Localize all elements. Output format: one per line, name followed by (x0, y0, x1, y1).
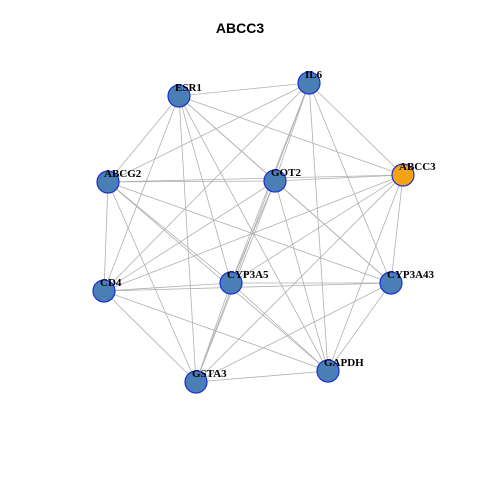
edge-abcg2-got2 (107, 180, 276, 183)
edge-got2-cyp3a43 (274, 180, 392, 284)
node-il6: IL6 (297, 69, 323, 95)
edge-got2-cyp3a5 (230, 180, 276, 284)
edge-cyp3a5-gsta3 (195, 282, 232, 383)
node-circle-esr1 (167, 84, 191, 108)
node-circle-cyp3a5 (219, 271, 243, 295)
edge-abcc3-cyp3a5 (230, 174, 404, 284)
edge-esr1-cd4 (103, 95, 180, 292)
node-circle-gapdh (316, 359, 340, 383)
edge-abcc3-gsta3 (195, 174, 404, 383)
node-circle-cd4 (92, 279, 116, 303)
edge-abcg2-gsta3 (107, 181, 197, 383)
node-label-cyp3a43: CYP3A43 (387, 269, 435, 281)
edge-esr1-gsta3 (178, 95, 197, 383)
edge-il6-cyp3a43 (308, 82, 392, 284)
node-gsta3: GSTA3 (184, 368, 227, 394)
edge-abcc3-cyp3a43 (390, 174, 404, 284)
edge-abcg2-cd4 (103, 181, 109, 292)
node-circle-cyp3a43 (379, 271, 403, 295)
node-esr1: ESR1 (167, 82, 202, 108)
edge-cyp3a43-gsta3 (195, 282, 392, 383)
edge-got2-abcc3 (274, 174, 404, 182)
node-cyp3a5: CYP3A5 (219, 269, 269, 295)
node-circle-abcg2 (96, 170, 120, 194)
edge-il6-cd4 (103, 82, 310, 292)
node-gapdh: GAPDH (316, 357, 364, 383)
edge-cd4-gsta3 (103, 290, 197, 383)
edge-il6-got2 (274, 82, 310, 182)
node-label-abcg2: ABCG2 (104, 168, 142, 180)
edge-cyp3a5-gapdh (230, 282, 329, 372)
edge-abcg2-cyp3a5 (107, 181, 232, 284)
node-label-il6: IL6 (305, 69, 323, 81)
edge-esr1-cyp3a5 (178, 95, 232, 284)
node-label-got2: GOT2 (271, 167, 301, 179)
edge-abcg2-abcc3 (107, 174, 404, 183)
edge-abcg2-gapdh (107, 181, 329, 372)
graph-title: ABCC3 (215, 20, 265, 36)
edge-cd4-gapdh (103, 290, 329, 372)
node-circle-gsta3 (184, 370, 208, 394)
edge-il6-gapdh (308, 82, 329, 372)
edge-il6-abcg2 (107, 82, 310, 183)
edge-esr1-gapdh (178, 95, 329, 372)
edge-abcg2-cyp3a43 (107, 181, 392, 284)
edge-cyp3a43-cd4 (103, 282, 392, 292)
edge-abcc3-cd4 (103, 174, 404, 292)
edge-abcc3-gapdh (327, 174, 404, 372)
node-got2: GOT2 (263, 167, 301, 193)
edge-esr1-abcg2 (107, 95, 180, 183)
node-circle-abcc3 (391, 163, 415, 187)
edge-esr1-il6 (178, 82, 310, 97)
node-abcg2: ABCG2 (96, 168, 142, 194)
node-label-cd4: CD4 (100, 277, 122, 289)
node-label-gsta3: GSTA3 (192, 368, 227, 380)
node-abcc3: ABCC3 (391, 161, 436, 187)
edge-layer (103, 82, 404, 383)
edge-cyp3a5-cd4 (103, 282, 232, 292)
edge-cyp3a43-gapdh (327, 282, 392, 372)
node-circle-il6 (297, 71, 321, 95)
node-label-cyp3a5: CYP3A5 (227, 269, 269, 281)
node-circle-got2 (263, 169, 287, 193)
node-label-abcc3: ABCC3 (399, 161, 436, 173)
node-cyp3a43: CYP3A43 (379, 269, 435, 295)
edge-gapdh-gsta3 (195, 370, 329, 383)
node-cd4: CD4 (92, 277, 122, 303)
edge-il6-abcc3 (308, 82, 404, 176)
node-label-esr1: ESR1 (175, 82, 202, 94)
edge-got2-cd4 (103, 180, 276, 292)
node-label-gapdh: GAPDH (324, 357, 364, 369)
